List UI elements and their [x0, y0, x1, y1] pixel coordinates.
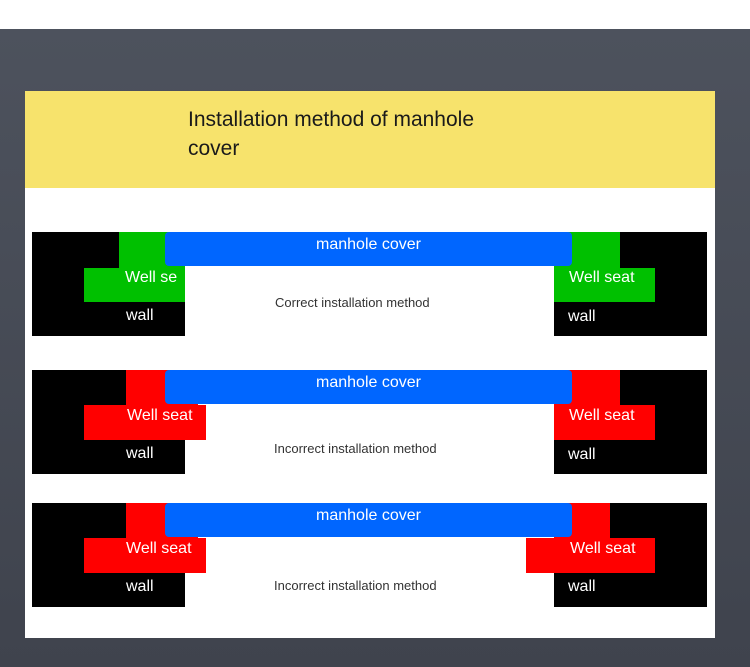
diagram-incorrect-2: manhole cover Well seat Well seat wall w… — [32, 503, 707, 607]
right-wall-label: wall — [568, 578, 596, 595]
right-seat-lower — [526, 538, 655, 573]
left-wall-label: wall — [126, 445, 154, 462]
manhole-cover: manhole cover — [165, 503, 572, 537]
right-seat-label: Well seat — [570, 540, 636, 557]
left-seat-lower — [84, 538, 206, 573]
left-seat-lower — [84, 405, 206, 440]
manhole-cover: manhole cover — [165, 370, 572, 404]
title-banner: Installation method of manhole cover — [25, 91, 715, 188]
left-seat-label: Well seat — [127, 407, 193, 424]
diagram-incorrect-1: manhole cover Well seat Well seat wall w… — [32, 370, 707, 474]
diagram-correct: manhole cover Well se Well seat wall wal… — [32, 232, 707, 336]
right-seat-label: Well seat — [569, 407, 635, 424]
caption: Correct installation method — [275, 295, 430, 310]
page-title: Installation method of manhole cover — [188, 108, 475, 160]
manhole-cover: manhole cover — [165, 232, 572, 266]
left-wall-label: wall — [126, 307, 154, 324]
manhole-cover-label: manhole cover — [316, 374, 421, 391]
right-seat-lower — [554, 268, 655, 302]
left-seat-label: Well se — [125, 269, 178, 286]
top-white-strip — [0, 0, 750, 29]
right-wall-label: wall — [568, 308, 596, 325]
right-wall-label: wall — [568, 446, 596, 463]
manhole-cover-label: manhole cover — [316, 236, 421, 253]
right-seat-label: Well seat — [569, 269, 635, 286]
right-seat-lower — [554, 405, 655, 440]
left-seat-lower — [84, 268, 185, 302]
caption: Incorrect installation method — [274, 578, 437, 593]
manhole-cover-label: manhole cover — [316, 507, 421, 524]
left-seat-label: Well seat — [126, 540, 192, 557]
caption: Incorrect installation method — [274, 441, 437, 456]
left-wall-label: wall — [126, 578, 154, 595]
